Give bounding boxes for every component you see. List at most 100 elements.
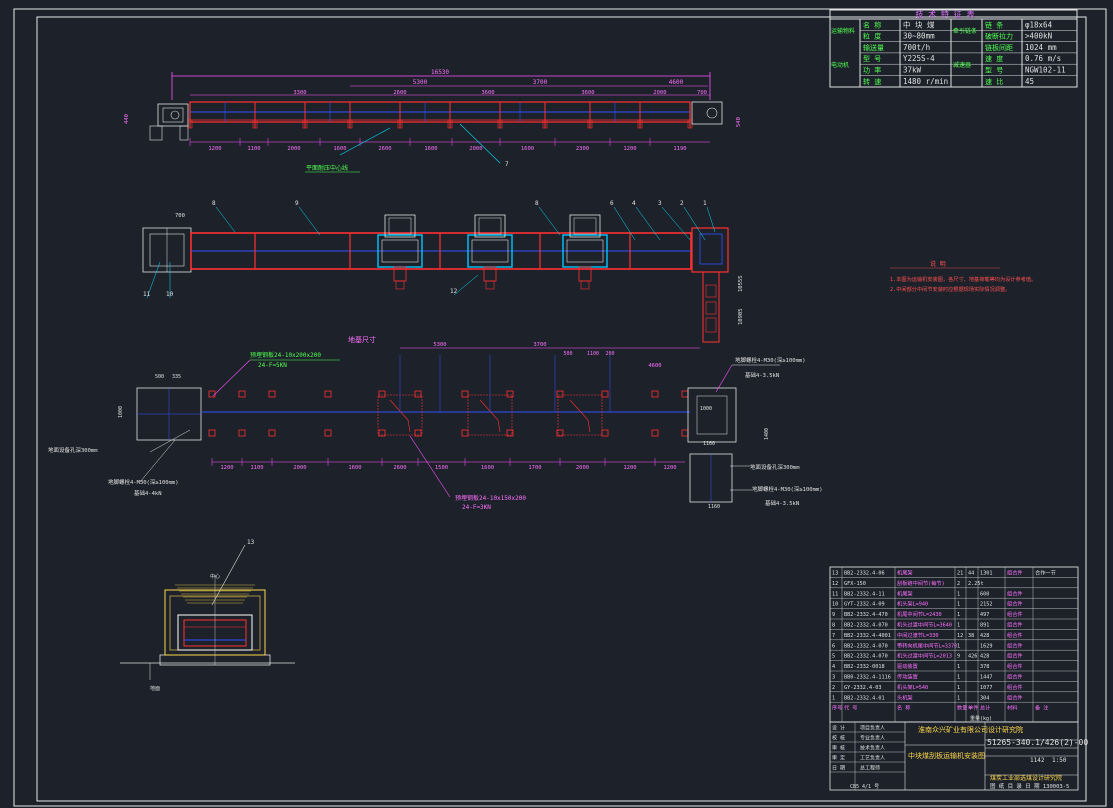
spec-value: 中 块 煤	[903, 19, 935, 29]
fdn-right-dim-1000: 1000	[700, 406, 712, 412]
plan-callout: 3	[658, 200, 662, 207]
elev-bottom-dim: 1600	[424, 146, 437, 152]
bom-cell: 44	[968, 571, 974, 577]
drawing-frame	[36, 16, 1087, 802]
bom-cell: 组合件	[1007, 673, 1023, 681]
fdn-note-hole-right: 地面设备孔深300mm	[750, 463, 800, 471]
spec-value: 1480 r/min	[903, 77, 948, 86]
bom-cell: 头机架	[897, 693, 913, 701]
spec-key: 速 度	[985, 54, 1003, 63]
elev-callout-7: 7	[505, 161, 509, 168]
elev-dim-2000: 2000	[653, 90, 666, 96]
title-role-right: 工艺负责人	[860, 755, 885, 762]
bom-cell: 序号	[832, 704, 842, 712]
spec-value: 30~80mm	[903, 32, 935, 41]
foundation-notes: 预埋钢板24-10x200x200 24-F=5KN 地脚螺栓4-M30(深≥1…	[48, 351, 823, 511]
bom-cell: 304	[980, 695, 989, 701]
elev-bottom-dim: 1600	[333, 146, 346, 152]
bom-cell: 单件	[968, 704, 978, 712]
plan-dim-10905: 10905	[738, 308, 744, 325]
title-footer: 图 纸 目 录 日 期 130003-5	[990, 782, 1069, 790]
elev-side-dim-left: 440	[124, 114, 130, 124]
bom-cell: 1	[957, 643, 960, 649]
bom-cell: BB2-2332.4-4001	[844, 633, 891, 639]
plan-callout: 1	[703, 200, 707, 207]
title-block: 设 计项目负责人校 核专业负责人审 核技术负责人审 定工艺负责人日 期总工程师 …	[829, 721, 1088, 791]
spec-key: 粒 度	[863, 32, 881, 41]
elev-bottom-dim: 1600	[521, 146, 534, 152]
fdn-bottom-dim: 1500	[435, 465, 448, 471]
fdn-note-hole-left: 地面设备孔深300mm	[48, 446, 98, 454]
title-role: 设 计	[832, 725, 845, 732]
bom-cell: BB2-2332.4-11	[844, 591, 885, 597]
elev-bottom-dim: 2000	[287, 146, 300, 152]
bom-cell: 数量	[957, 704, 967, 712]
note-1: 1.本图为运输机安装图，各尺寸、地基荷载等均为设计参考值。	[890, 275, 1036, 283]
spec-value: NGW102-11	[1025, 66, 1066, 75]
bom-cell: 机尾架	[897, 589, 913, 597]
bom-cell: 428	[980, 633, 989, 639]
bom-cell: BB0-2332.4-1116	[844, 675, 891, 681]
bom-cell: 组合件	[1007, 641, 1023, 649]
bom-cell: 组合件	[1007, 683, 1023, 691]
bom-cell: 2152	[980, 602, 993, 608]
bom-cell: 组合件	[1007, 610, 1023, 618]
bom-cell: 891	[980, 623, 989, 629]
notes-block: 说 明 1.本图为运输机安装图，各尺寸、地基荷载等均为设计参考值。 2.中间部分…	[890, 260, 1036, 293]
bom-cell: 组合件	[1007, 569, 1023, 577]
section-ground-label: 地面	[150, 685, 160, 692]
bom-cell: 传动装置	[897, 673, 918, 681]
elev-bottom-dim: 1200	[208, 146, 221, 152]
bom-cell: 带转向机尾中间节L=3370	[897, 641, 957, 649]
bom-cell: 12	[957, 633, 963, 639]
fdn-right-dim-1160b: 1160	[708, 504, 720, 510]
bom-cell: 5	[832, 654, 835, 660]
spec-group-label: 减速器	[953, 61, 971, 69]
spec-key: 型 号	[985, 66, 1003, 75]
elev-bottom-dim: 1190	[673, 146, 686, 152]
notes-title: 说 明	[930, 260, 946, 268]
bom-cell: 497	[980, 612, 989, 618]
title-company: 淮南众兴矿业有限公司设计研究院	[918, 725, 1023, 734]
bom-cell: 1	[957, 612, 960, 618]
elev-dim-3600b: 3600	[581, 90, 594, 96]
note-2: 2.中间部分中间节安装时应根据现场实际情况调整。	[890, 285, 1010, 293]
spec-key: 型 号	[863, 54, 881, 63]
fdn-note-plate-1-load: 24-F=5KN	[258, 362, 287, 369]
bom-cell: 378	[980, 664, 989, 670]
bom-cell: BB2-2332.4-470	[844, 612, 888, 618]
section-view: 地面 中心 13	[120, 539, 295, 692]
fdn-note-base-left: 基础4-4kN	[134, 489, 162, 497]
fdn-left-dim-335: 335	[172, 374, 181, 380]
bom-cell: 组合件	[1007, 621, 1023, 629]
spec-value: 45	[1025, 77, 1034, 86]
spec-key: 名 称	[863, 20, 881, 29]
bom-cell: 11	[832, 591, 838, 597]
elev-dim-3600a: 3600	[481, 90, 494, 96]
bom-cell: 机头过渡中间节L=2013	[897, 652, 952, 660]
spec-key: 链板间距	[985, 43, 1013, 52]
fdn-bottom-dim: 1600	[348, 465, 361, 471]
bom-cell: BB2-2332.4-06	[844, 571, 885, 577]
elev-dim-total: 16530	[431, 69, 449, 76]
elev-dim-4600: 4600	[669, 79, 684, 86]
plan-callout: 4	[632, 200, 636, 207]
plan-callout: 11	[143, 291, 151, 298]
spec-value: 1024 mm	[1025, 43, 1057, 52]
bom-cell: 代 号	[844, 704, 858, 712]
elev-bottom-dim: 2000	[469, 146, 482, 152]
title-scale: 1:50	[1052, 757, 1067, 764]
spec-key: 速 比	[985, 77, 1003, 86]
plan-dim-700: 700	[175, 213, 185, 219]
bom-cell: 合作一节	[1035, 569, 1056, 577]
spec-group-label: 电动机	[831, 61, 849, 69]
elev-centerline-label: 平面耐压中心线	[306, 164, 348, 172]
fdn-bottom-dim: 1600	[481, 465, 494, 471]
fdn-dim-500: 500	[563, 351, 572, 357]
bom-cell: 机头架L=940	[897, 600, 928, 608]
title-role-right: 总工程师	[860, 765, 880, 772]
bom-cell: 9	[957, 654, 960, 660]
spec-key: 链 条	[985, 20, 1003, 29]
spec-value: Y225S-4	[903, 54, 935, 63]
